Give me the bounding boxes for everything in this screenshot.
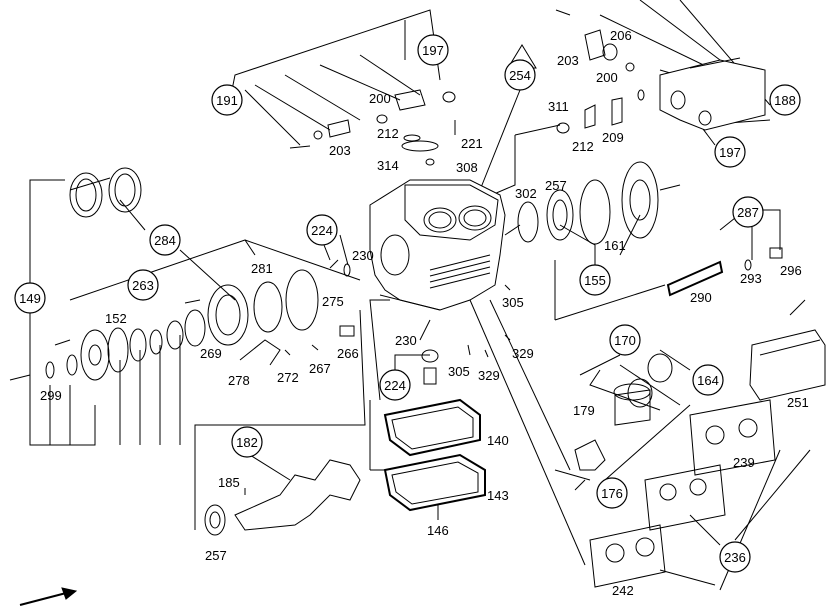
svg-text:242: 242 [612, 583, 634, 598]
bolts-and-fasteners [284, 259, 511, 385]
callout-254 [504, 59, 536, 91]
svg-text:290: 290 [690, 290, 712, 305]
svg-text:191: 191 [216, 93, 238, 108]
svg-text:269: 269 [200, 346, 222, 361]
callout-circles [14, 34, 801, 573]
callout-numbers: 149 284 263 224 224 254 197 191 188 197 … [19, 43, 796, 565]
callout-197a [417, 34, 449, 66]
svg-text:212: 212 [377, 126, 399, 141]
svg-text:251: 251 [787, 395, 809, 410]
svg-text:188: 188 [774, 93, 796, 108]
callout-182 [231, 426, 263, 458]
compressor-crankcase [369, 179, 506, 311]
svg-text:287: 287 [737, 205, 759, 220]
svg-text:230: 230 [352, 248, 374, 263]
svg-text:305: 305 [502, 295, 524, 310]
crankshaft [204, 459, 361, 536]
svg-text:296: 296 [780, 263, 802, 278]
svg-text:149: 149 [19, 291, 41, 306]
svg-text:206: 206 [610, 28, 632, 43]
svg-text:152: 152 [105, 311, 127, 326]
svg-text:164: 164 [697, 373, 719, 388]
svg-text:299: 299 [40, 388, 62, 403]
svg-text:329: 329 [512, 346, 534, 361]
svg-text:308: 308 [456, 160, 478, 175]
side-cover-parts [517, 161, 783, 297]
svg-text:275: 275 [322, 294, 344, 309]
svg-text:236: 236 [724, 550, 746, 565]
svg-text:140: 140 [487, 433, 509, 448]
callout-188 [769, 84, 801, 116]
svg-text:302: 302 [515, 186, 537, 201]
svg-text:314: 314 [377, 158, 399, 173]
svg-text:176: 176 [601, 486, 623, 501]
callout-224b [379, 369, 411, 401]
svg-text:224: 224 [384, 378, 406, 393]
svg-text:239: 239 [733, 455, 755, 470]
svg-text:254: 254 [509, 68, 531, 83]
svg-text:197: 197 [719, 145, 741, 160]
svg-text:221: 221 [461, 136, 483, 151]
svg-text:267: 267 [309, 361, 331, 376]
svg-text:263: 263 [132, 278, 154, 293]
callout-191 [211, 84, 243, 116]
svg-text:197: 197 [422, 43, 444, 58]
svg-text:329: 329 [478, 368, 500, 383]
svg-text:146: 146 [427, 523, 449, 538]
oil-sump-gaskets [383, 398, 486, 520]
svg-text:179: 179 [573, 403, 595, 418]
svg-text:203: 203 [329, 143, 351, 158]
svg-text:278: 278 [228, 373, 250, 388]
svg-text:293: 293 [740, 271, 762, 286]
callout-287 [732, 196, 764, 228]
svg-text:284: 284 [154, 233, 176, 248]
svg-text:257: 257 [205, 548, 227, 563]
top-right-valve-parts [555, 9, 766, 134]
svg-text:266: 266 [337, 346, 359, 361]
svg-text:155: 155 [584, 273, 606, 288]
piston-and-cylinder-head-parts [574, 299, 826, 588]
svg-text:305: 305 [448, 364, 470, 379]
svg-text:257: 257 [545, 178, 567, 193]
svg-text:161: 161 [604, 238, 626, 253]
callout-155 [579, 264, 611, 296]
svg-text:200: 200 [369, 91, 391, 106]
front-cover-assembly [9, 269, 355, 381]
direction-arrow [19, 587, 78, 606]
svg-text:200: 200 [596, 70, 618, 85]
part-labels: 152 299 269 278 272 267 266 275 281 230 … [40, 28, 809, 598]
svg-text:224: 224 [311, 223, 333, 238]
svg-text:185: 185 [218, 475, 240, 490]
svg-text:182: 182 [236, 435, 258, 450]
callout-170 [609, 324, 641, 356]
svg-text:203: 203 [557, 53, 579, 68]
svg-text:143: 143 [487, 488, 509, 503]
svg-text:272: 272 [277, 370, 299, 385]
callout-284 [149, 224, 181, 256]
callout-263 [127, 269, 159, 301]
callout-197b [714, 136, 746, 168]
svg-text:281: 281 [251, 261, 273, 276]
svg-text:230: 230 [395, 333, 417, 348]
svg-text:209: 209 [602, 130, 624, 145]
main-bearing-shells [69, 167, 142, 218]
svg-text:170: 170 [614, 333, 636, 348]
svg-text:311: 311 [548, 99, 569, 114]
callout-149 [14, 282, 46, 314]
callout-176 [596, 477, 628, 509]
svg-text:212: 212 [572, 139, 594, 154]
callout-224a [306, 214, 338, 246]
callout-164 [692, 364, 724, 396]
callout-236 [719, 541, 751, 573]
